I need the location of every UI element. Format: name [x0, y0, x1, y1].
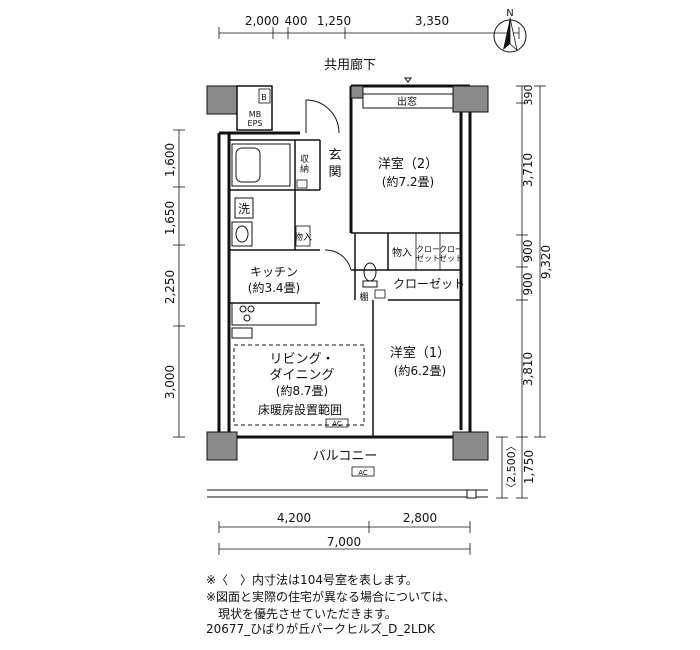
window-bay: [362, 77, 454, 109]
sen-label: 洗: [238, 202, 250, 216]
dim-right-2: 3,710: [521, 153, 535, 187]
columns: [206, 85, 489, 461]
ldk-size: (約8.7畳): [276, 383, 328, 398]
balcony-label: バルコニー: [313, 449, 378, 464]
closet-small-a1: クロー: [416, 245, 440, 254]
floor-heating-area: [233, 344, 365, 426]
ac-balcony-label: AC: [358, 469, 368, 477]
yoshitsu1-size: (約6.2畳): [394, 363, 446, 378]
dim-top-4: 3,350: [415, 14, 449, 28]
dim-bottom-1: 4,200: [277, 511, 311, 525]
monoire-small-box: [295, 225, 311, 247]
dim-bottom-2: 2,800: [403, 511, 437, 525]
closet-label: クローゼット: [393, 277, 465, 291]
corridor-label: 共用廊下: [324, 57, 376, 73]
dim-right-balcony: 1,750: [522, 450, 536, 484]
kitchen-size: (約3.4畳): [248, 280, 300, 295]
dim-top-2: 400: [285, 14, 308, 28]
closet-small-b1: クロー: [439, 245, 463, 254]
balcony-outline: [207, 489, 488, 499]
dim-right-alt: 〈2,500〉: [505, 440, 518, 494]
yoshitsu1-label: 洋室（1）: [390, 345, 450, 361]
dim-right-4: 900: [521, 273, 535, 296]
dim-right-3: 900: [521, 240, 535, 263]
dim-right-total: 9,320: [539, 245, 553, 279]
eps-label: EPS: [248, 119, 263, 128]
kitchen-label: キッチン: [250, 265, 298, 279]
closet-small-b2: ゼット: [439, 253, 463, 263]
genkan-label-1: 玄: [328, 148, 341, 163]
floor-heating-label: 床暖房設置範囲: [258, 402, 342, 417]
stove-icon: [231, 302, 317, 339]
ldk-label-2: ダイニング: [269, 368, 334, 383]
note-line-1: ※〈 〉内寸法は104号室を表します。: [206, 573, 418, 587]
tana-mark: [374, 289, 386, 299]
shuno-label-2: 納: [300, 163, 309, 175]
dim-top-3: 1,250: [317, 14, 351, 28]
dim-right-1: 390: [522, 85, 535, 106]
shuno-mark: [296, 179, 308, 189]
sen-box: [234, 197, 254, 219]
north-label: N: [506, 8, 513, 19]
monoire-small-label: 物入: [294, 231, 312, 243]
left-dimensions: [173, 129, 185, 438]
dim-left-2: 1,650: [163, 201, 177, 235]
top-dimensions: [218, 27, 520, 39]
note-line-2: ※図面と実際の住宅が異なる場合については、: [206, 590, 456, 604]
mb-label: MB: [249, 110, 261, 119]
dim-right-5: 3,810: [521, 352, 535, 386]
demado-label: 出窓: [397, 95, 417, 108]
closet-small-a2: ゼット: [416, 253, 440, 263]
note-line-3: 現状を優先させていただきます。: [206, 607, 397, 621]
ac-label: AC: [332, 420, 342, 428]
bathtub-icon: [231, 143, 291, 187]
ac-box: [325, 418, 349, 428]
sink-icon: [231, 221, 253, 247]
ldk-label-1: リビング・: [269, 352, 334, 367]
dim-top-1: 2,000: [245, 14, 279, 28]
right-dimensions: [496, 85, 546, 499]
dim-left-1: 1,600: [163, 143, 177, 177]
plan-code: 20677_ひばりが丘パークヒルズ_D_2LDK: [206, 622, 435, 636]
b-label: B: [261, 93, 267, 102]
tana-label: 棚: [359, 291, 368, 303]
north-arrow-icon: [493, 17, 527, 53]
entrance-door-icon: [305, 99, 340, 134]
shuno-label-1: 収: [300, 153, 309, 165]
b-box: [258, 88, 271, 104]
yoshitsu2-label: 洋室（2）: [378, 156, 438, 172]
toilet-icon: [362, 262, 378, 288]
dim-left-4: 3,000: [163, 365, 177, 399]
walls: [217, 84, 472, 439]
ac-balcony-box: [351, 466, 375, 477]
genkan-label-2: 関: [328, 165, 341, 180]
yoshitsu2-size: (約7.2畳): [382, 174, 434, 189]
toilet-door-icon: [324, 249, 352, 271]
monoire-label: 物入: [392, 246, 412, 259]
bottom-dimensions: [218, 521, 471, 555]
closet-doors: [415, 233, 441, 270]
dim-bottom-total: 7,000: [327, 535, 361, 549]
dim-left-3: 2,250: [163, 270, 177, 304]
